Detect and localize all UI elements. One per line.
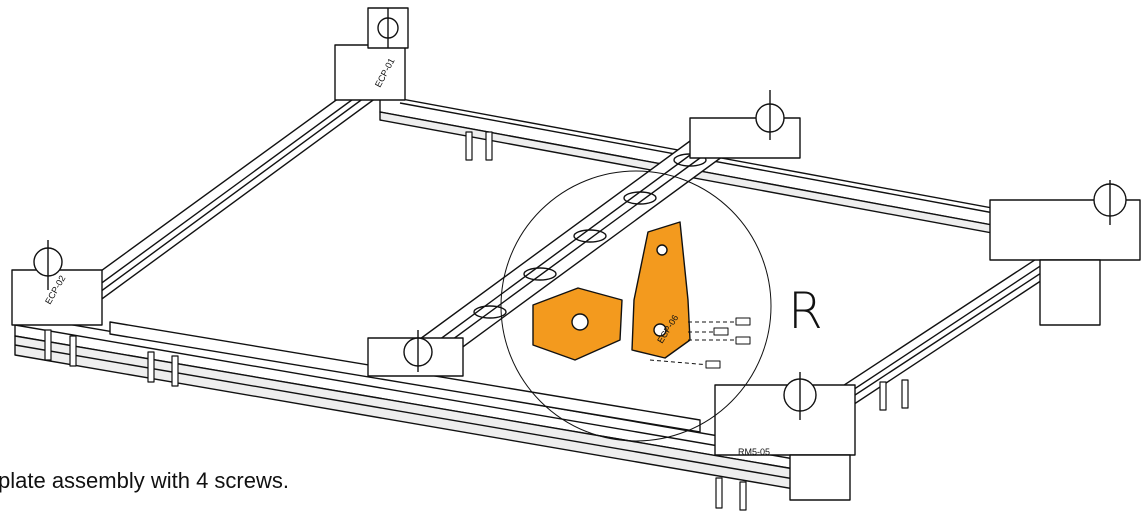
frame-feet	[44, 131, 909, 511]
mounting-screws	[649, 317, 751, 369]
detail-callout-letter: R	[788, 282, 823, 340]
corner-bracket-front-right	[714, 372, 856, 501]
highlighted-block	[532, 287, 623, 361]
part-label-front-right: RM5-05	[738, 447, 770, 457]
corner-bracket-right	[989, 180, 1141, 326]
detail-callout-circle	[500, 170, 772, 442]
corner-bracket-back-left	[334, 7, 409, 101]
instruction-caption: plate assembly with 4 screws.	[0, 468, 289, 493]
corner-bracket-back-right	[689, 90, 801, 159]
highlighted-plate	[631, 221, 691, 359]
gantry-carriage-left	[367, 330, 464, 377]
inner-front-rail	[109, 321, 701, 433]
corner-bracket-left	[11, 240, 103, 326]
